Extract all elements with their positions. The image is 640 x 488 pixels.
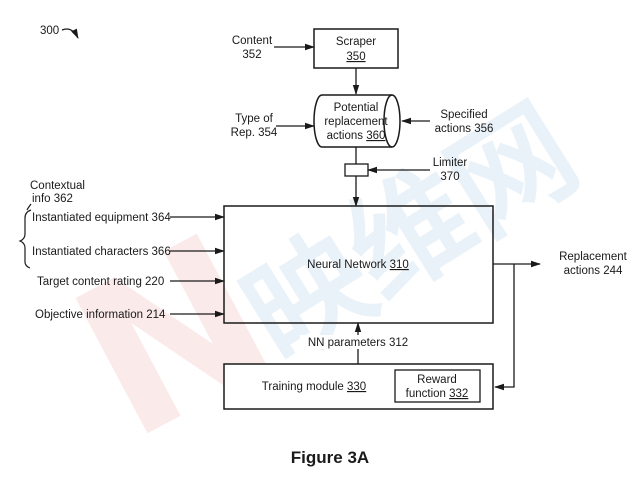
neural-network-label: Neural Network 310	[307, 259, 409, 271]
potential-actions-line3: actions 360	[327, 130, 386, 142]
specified-actions-line2: actions 356	[435, 123, 494, 135]
type-of-rep-line2: Rep. 354	[231, 127, 278, 139]
cylinder-end-curve	[383, 94, 393, 148]
type-of-rep-line1: Type of	[235, 113, 274, 125]
training-module-label: Training module 330	[262, 381, 366, 393]
reward-function-box	[394, 369, 481, 403]
target-content-rating-label: Target content rating 220	[37, 276, 164, 288]
scraper-ref: 350	[346, 51, 365, 63]
replacement-actions-line1: Replacement	[559, 251, 628, 263]
nn-parameters-label-bg	[300, 335, 412, 349]
content-label-line1: Content	[232, 35, 273, 47]
potential-actions-line2: replacement	[324, 116, 388, 128]
content-label-line2: 352	[242, 49, 261, 61]
potential-actions-line3-prefix: actions	[327, 130, 367, 142]
limiter-line1: Limiter	[433, 157, 468, 169]
nn-parameters-label: NN parameters 312	[308, 337, 408, 349]
limiter-box	[344, 163, 369, 177]
feedback-to-training-arrow	[494, 264, 515, 391]
training-module-title: Training module	[262, 381, 347, 393]
potential-actions-node: Potential replacement actions 360	[313, 94, 401, 148]
training-module-node: Training module 330 Reward function 332	[223, 363, 494, 410]
objective-information-label: Objective information 214	[35, 309, 166, 321]
reward-function-line1: Reward	[417, 374, 457, 386]
figure-reference-arrow	[61, 28, 79, 39]
limiter-line2: 370	[440, 171, 459, 183]
specified-actions-line1: Specified	[440, 109, 487, 121]
figure-caption: Figure 3A	[291, 448, 369, 467]
reward-function-line2: function 332	[406, 388, 469, 400]
replacement-actions-line2: actions 244	[564, 265, 623, 277]
instantiated-equipment-label: Instantiated equipment 364	[32, 212, 171, 224]
potential-actions-line1: Potential	[334, 102, 379, 114]
contextual-info-brace	[18, 203, 32, 269]
reward-function-ref: 332	[449, 388, 468, 400]
reward-function-prefix: function	[406, 388, 449, 400]
scraper-title: Scraper	[336, 36, 376, 48]
neural-network-title: Neural Network	[307, 259, 389, 271]
contextual-info-line1: Contextual	[30, 180, 85, 192]
training-module-ref: 330	[347, 381, 366, 393]
figure-reference-number: 300	[40, 25, 59, 37]
neural-network-ref: 310	[390, 259, 409, 271]
potential-actions-ref: 360	[366, 130, 385, 142]
scraper-node: Scraper 350	[313, 28, 399, 69]
instantiated-characters-label: Instantiated characters 366	[32, 246, 171, 258]
contextual-info-line2: info 362	[32, 193, 73, 205]
